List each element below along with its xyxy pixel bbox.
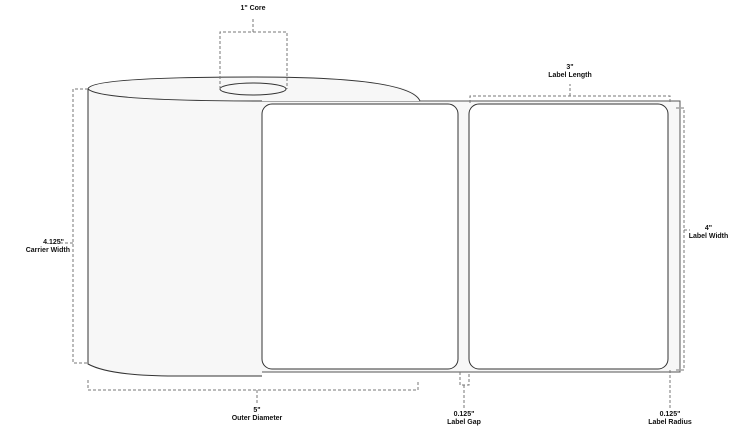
roll-top-ellipse	[87, 76, 421, 102]
label-length-value: 3"	[566, 64, 574, 71]
carrier-width-name: Carrier Width	[25, 247, 70, 254]
carrier-width-dimension	[60, 88, 88, 364]
carrier-width-value: 4.125"	[43, 239, 64, 246]
label-1	[261, 103, 459, 370]
label-width-value: 4"	[704, 225, 713, 232]
label-2	[468, 103, 669, 370]
outer-diameter-name: Outer Diameter	[231, 415, 283, 422]
outer-diameter-value: 5"	[253, 407, 261, 414]
label-width-dimension	[676, 107, 690, 371]
outer-diameter-dimension	[87, 380, 419, 405]
label-radius-value: 0.125"	[659, 411, 681, 418]
label-gap-name: Label Gap	[447, 419, 481, 426]
label-gap-value: 0.125"	[453, 411, 475, 418]
label-width-name: Label Width	[688, 233, 729, 240]
label-length-dimension	[469, 84, 671, 103]
roll-outline	[87, 89, 262, 377]
label-radius-name: Label Radius	[648, 419, 692, 426]
roll-body	[88, 77, 420, 376]
label-length-name: Label Length	[548, 72, 592, 79]
core-dimension	[219, 19, 288, 89]
label-gap-dimension	[459, 372, 470, 408]
core-label: 1" Core	[240, 5, 266, 12]
